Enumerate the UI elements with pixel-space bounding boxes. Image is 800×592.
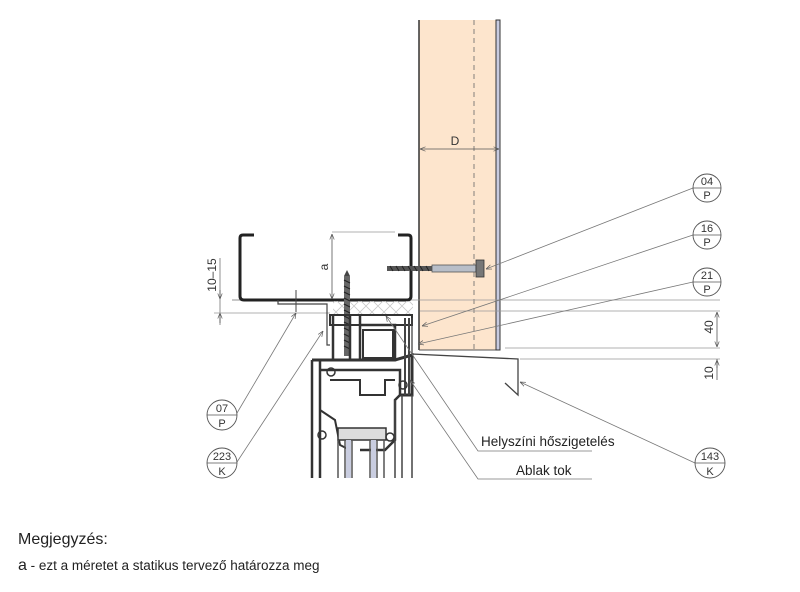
tag-21: 21 P bbox=[692, 267, 722, 297]
dimension-gap-label: 10–15 bbox=[205, 258, 219, 292]
dimension-d-label: D bbox=[451, 134, 460, 148]
note-separator: - bbox=[26, 558, 39, 573]
svg-text:223: 223 bbox=[213, 451, 231, 463]
note-line: a - ezt a méretet a statikus tervező hat… bbox=[18, 557, 320, 575]
tag-16: 16 P bbox=[692, 220, 722, 250]
dimension-d: D bbox=[420, 134, 499, 149]
svg-text:143: 143 bbox=[701, 451, 719, 463]
dimension-40-label: 40 bbox=[702, 320, 716, 334]
dimension-a-label: a bbox=[317, 263, 331, 270]
c-profile-bracket bbox=[232, 233, 720, 302]
dimension-right: 40 10 bbox=[420, 310, 720, 380]
tag-07: 07 P bbox=[206, 399, 238, 431]
dimension-10-label: 10 bbox=[702, 366, 716, 380]
facade-layer bbox=[495, 19, 501, 351]
svg-text:16: 16 bbox=[701, 223, 713, 235]
dimension-gap: 10–15 bbox=[205, 258, 330, 325]
tag-223: 223 K bbox=[206, 447, 238, 479]
svg-text:21: 21 bbox=[701, 270, 713, 282]
sill-flashing bbox=[411, 318, 519, 397]
note-key: a bbox=[18, 557, 27, 574]
dimension-a: a bbox=[317, 231, 395, 299]
tag-04: 04 P bbox=[692, 173, 722, 203]
svg-text:P: P bbox=[218, 418, 225, 430]
wall-insulation bbox=[418, 19, 501, 351]
svg-text:P: P bbox=[703, 190, 710, 202]
svg-text:K: K bbox=[218, 466, 226, 478]
wall-fixing-screw bbox=[387, 259, 485, 278]
svg-text:04: 04 bbox=[701, 176, 713, 188]
svg-text:P: P bbox=[703, 284, 710, 296]
leader-lines bbox=[236, 187, 696, 480]
svg-text:07: 07 bbox=[216, 403, 228, 415]
site-insulation-strip bbox=[333, 301, 413, 315]
bracket-flashing bbox=[277, 300, 330, 346]
note-text: ezt a méretet a statikus tervező határoz… bbox=[38, 558, 320, 573]
label-site-insulation: Helyszíni hőszigetelés bbox=[481, 434, 615, 449]
tag-143: 143 K bbox=[694, 447, 726, 479]
svg-text:K: K bbox=[706, 466, 714, 478]
svg-text:P: P bbox=[703, 237, 710, 249]
note-title: Megjegyzés: bbox=[18, 531, 108, 548]
window-frame-profile bbox=[310, 314, 414, 478]
insulation-fill bbox=[419, 20, 496, 350]
label-window-frame: Ablak tok bbox=[516, 463, 572, 478]
